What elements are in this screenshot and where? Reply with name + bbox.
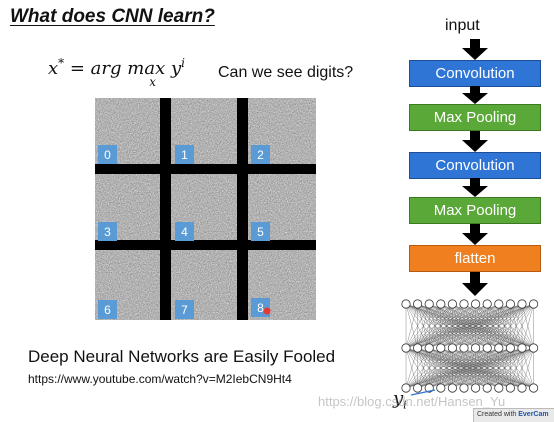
down-arrow-icon <box>461 178 489 197</box>
network-node <box>494 299 504 309</box>
input-label: input <box>445 17 480 34</box>
down-arrow-icon <box>461 86 489 104</box>
recorder-badge: Created with EverCam <box>473 408 554 422</box>
network-node <box>413 383 423 393</box>
caption-text: Deep Neural Networks are Easily Fooled <box>28 347 336 366</box>
network-node <box>529 383 539 393</box>
video-link[interactable]: https://www.youtube.com/watch?v=M2IebCN9… <box>28 372 292 386</box>
grid-line-horizontal <box>95 164 316 174</box>
network-node <box>401 383 411 393</box>
down-arrow-icon <box>461 131 489 152</box>
network-node <box>529 343 539 353</box>
grid-line-horizontal <box>95 240 316 250</box>
network-node <box>505 299 516 309</box>
network-node <box>494 343 504 353</box>
network-node <box>471 299 481 309</box>
grid-label: 2 <box>251 145 270 164</box>
network-node <box>471 343 481 353</box>
grid-label: 1 <box>175 145 194 164</box>
network-node <box>494 383 504 393</box>
network-node <box>401 343 411 353</box>
network-node <box>447 299 458 309</box>
down-arrow-icon <box>461 272 489 296</box>
network-node <box>424 299 434 309</box>
grid-label: 0 <box>98 145 117 164</box>
network-node <box>505 343 516 353</box>
down-arrow-icon <box>461 39 489 60</box>
network-node <box>517 343 527 353</box>
pipeline-block-convolution: Convolution <box>409 60 541 87</box>
network-node <box>447 343 458 353</box>
grid-label: 6 <box>98 300 117 319</box>
network-node <box>436 343 446 353</box>
network-node <box>459 299 469 309</box>
network-node <box>482 343 492 353</box>
network-node <box>447 383 458 393</box>
network-node <box>529 299 539 309</box>
network-node <box>471 383 481 393</box>
pipeline-block-max-pooling: Max Pooling <box>409 104 541 131</box>
network-node <box>459 343 469 353</box>
fully-connected-network-icon <box>397 296 547 401</box>
grid-line-vertical <box>237 98 248 320</box>
network-node <box>413 343 423 353</box>
network-node <box>436 383 446 393</box>
grid-label: 3 <box>98 222 117 241</box>
watermark-text: https://blog.csdn.net/Hansen_Yu <box>318 394 506 409</box>
network-node <box>401 299 411 309</box>
output-pointer-arrow <box>410 389 436 396</box>
slide-title: What does CNN learn? <box>10 6 215 27</box>
network-node <box>482 383 492 393</box>
grid-label: 5 <box>251 222 270 241</box>
grid-label: 7 <box>175 300 194 319</box>
network-node <box>505 383 516 393</box>
question-text: Can we see digits? <box>218 64 354 81</box>
pipeline-block-convolution: Convolution <box>409 152 541 179</box>
network-node <box>517 383 527 393</box>
mouse-cursor-dot <box>263 307 271 315</box>
network-node <box>482 299 492 309</box>
network-node <box>436 299 446 309</box>
digit-noise-grid: 0 1 2 3 4 5 6 7 8 <box>95 98 316 320</box>
network-node <box>424 343 434 353</box>
network-node <box>413 299 423 309</box>
pipeline-block-flatten: flatten <box>409 245 541 272</box>
pipeline-block-max-pooling: Max Pooling <box>409 197 541 224</box>
grid-label: 4 <box>175 222 194 241</box>
output-yi: yi <box>393 388 407 412</box>
network-node <box>459 383 469 393</box>
down-arrow-icon <box>461 224 489 245</box>
network-node <box>517 299 527 309</box>
grid-line-vertical <box>160 98 171 320</box>
